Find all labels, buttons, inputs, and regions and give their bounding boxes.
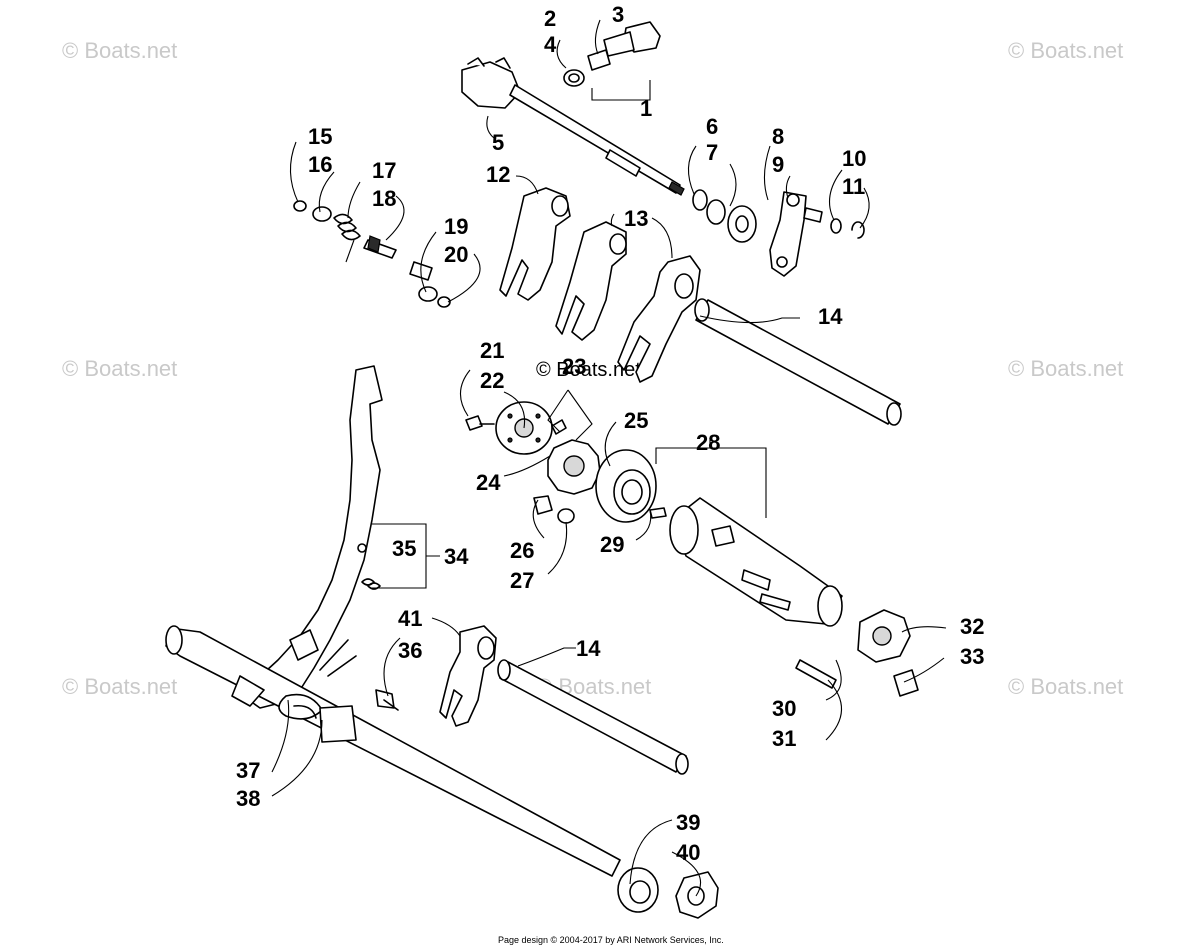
callout-30: 30 [772, 696, 796, 721]
callout-21: 21 [480, 338, 504, 363]
callout-32: 32 [960, 614, 984, 639]
callout-17: 17 [372, 158, 396, 183]
callout-22: 22 [480, 368, 504, 393]
callout-16: 16 [308, 152, 332, 177]
callout-8: 8 [772, 124, 784, 149]
shift-lever [245, 365, 383, 709]
callout-9: 9 [772, 152, 784, 177]
callout-1: 1 [640, 96, 652, 121]
leader-lines [271, 19, 947, 897]
callout-14-lower: 14 [576, 636, 601, 661]
callout-38: 38 [236, 786, 260, 811]
guide-shaft-upper [694, 298, 902, 426]
spring-assembly [293, 200, 451, 308]
oil-seal-and-lever [617, 867, 719, 919]
watermark-top-right: © Boats.net [1008, 38, 1123, 63]
guide-shaft-lower [497, 659, 689, 775]
shift-drum [649, 497, 843, 627]
callout-23: 23 [562, 354, 586, 379]
callout-15: 15 [308, 124, 332, 149]
callout-28: 28 [696, 430, 720, 455]
plug-bolt-assembly [563, 21, 661, 87]
watermark-mid-left: © Boats.net [62, 356, 177, 381]
callout-25: 25 [624, 408, 648, 433]
callout-31: 31 [772, 726, 796, 751]
callout-11: 11 [842, 174, 865, 199]
callout-12: 12 [486, 162, 510, 187]
shift-shaft-upper [461, 57, 685, 196]
shift-fork-lower [439, 625, 497, 727]
callout-4: 4 [544, 32, 557, 57]
callout-36: 36 [398, 638, 422, 663]
callout-2: 2 [544, 6, 556, 31]
callout-35: 35 [392, 536, 416, 561]
callout-27: 27 [510, 568, 534, 593]
shift-shaft-lower [165, 625, 621, 877]
callout-37: 37 [236, 758, 260, 783]
callout-6: 6 [706, 114, 718, 139]
watermarks: © Boats.net © Boats.net © Boats.net © Bo… [62, 38, 1123, 699]
callout-3: 3 [612, 2, 624, 27]
callout-33: 33 [960, 644, 984, 669]
callout-7: 7 [706, 140, 718, 165]
callout-14-upper: 14 [818, 304, 843, 329]
callout-24: 24 [476, 470, 501, 495]
callout-29: 29 [600, 532, 624, 557]
arm-and-washers [692, 189, 865, 277]
watermark-low-left: © Boats.net [62, 674, 177, 699]
watermark-low-right: © Boats.net [1008, 674, 1123, 699]
watermark-center: © Boats.net [536, 359, 641, 381]
callout-20: 20 [444, 242, 468, 267]
stopper-plate-assembly [465, 401, 657, 523]
callout-5: 5 [492, 130, 504, 155]
callout-40: 40 [676, 840, 700, 865]
callout-labels: 2 3 4 1 5 12 6 7 8 9 10 11 13 15 16 17 1… [236, 2, 984, 865]
drum-cam-and-pin [795, 609, 919, 697]
callout-34: 34 [444, 544, 469, 569]
callout-26: 26 [510, 538, 534, 563]
callout-13: 13 [624, 206, 648, 231]
footer-copyright: Page design © 2004-2017 by ARI Network S… [498, 935, 724, 945]
shift-forks-upper [499, 187, 701, 383]
callout-18: 18 [372, 186, 396, 211]
screw-and-washer [533, 495, 575, 524]
callout-19: 19 [444, 214, 468, 239]
watermark-top-left: © Boats.net [62, 38, 177, 63]
callout-41: 41 [398, 606, 422, 631]
callout-39: 39 [676, 810, 700, 835]
callout-10: 10 [842, 146, 866, 171]
watermark-mid-right: © Boats.net [1008, 356, 1123, 381]
